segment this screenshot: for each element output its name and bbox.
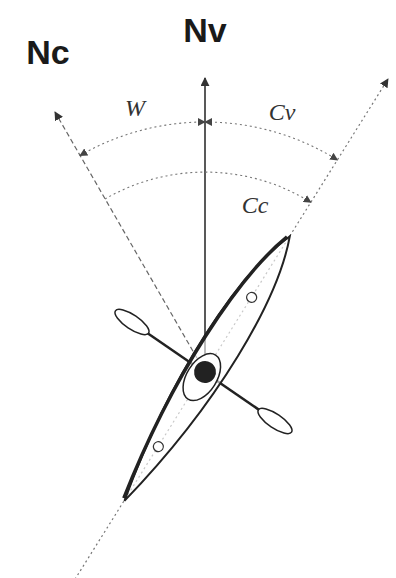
w-arc	[80, 122, 205, 156]
course-line	[67, 79, 388, 578]
compass-north-label: Nc	[26, 35, 69, 69]
paddle	[112, 305, 296, 438]
cc-arc	[105, 172, 311, 202]
kayak	[108, 226, 306, 511]
compass-north-line	[55, 112, 205, 372]
true-north-label: Nv	[183, 13, 226, 47]
compass-course-label: Cc	[242, 193, 269, 217]
true-course-label: Cv	[269, 100, 296, 124]
cv-arc	[205, 122, 338, 160]
deviation-label: W	[125, 96, 145, 120]
